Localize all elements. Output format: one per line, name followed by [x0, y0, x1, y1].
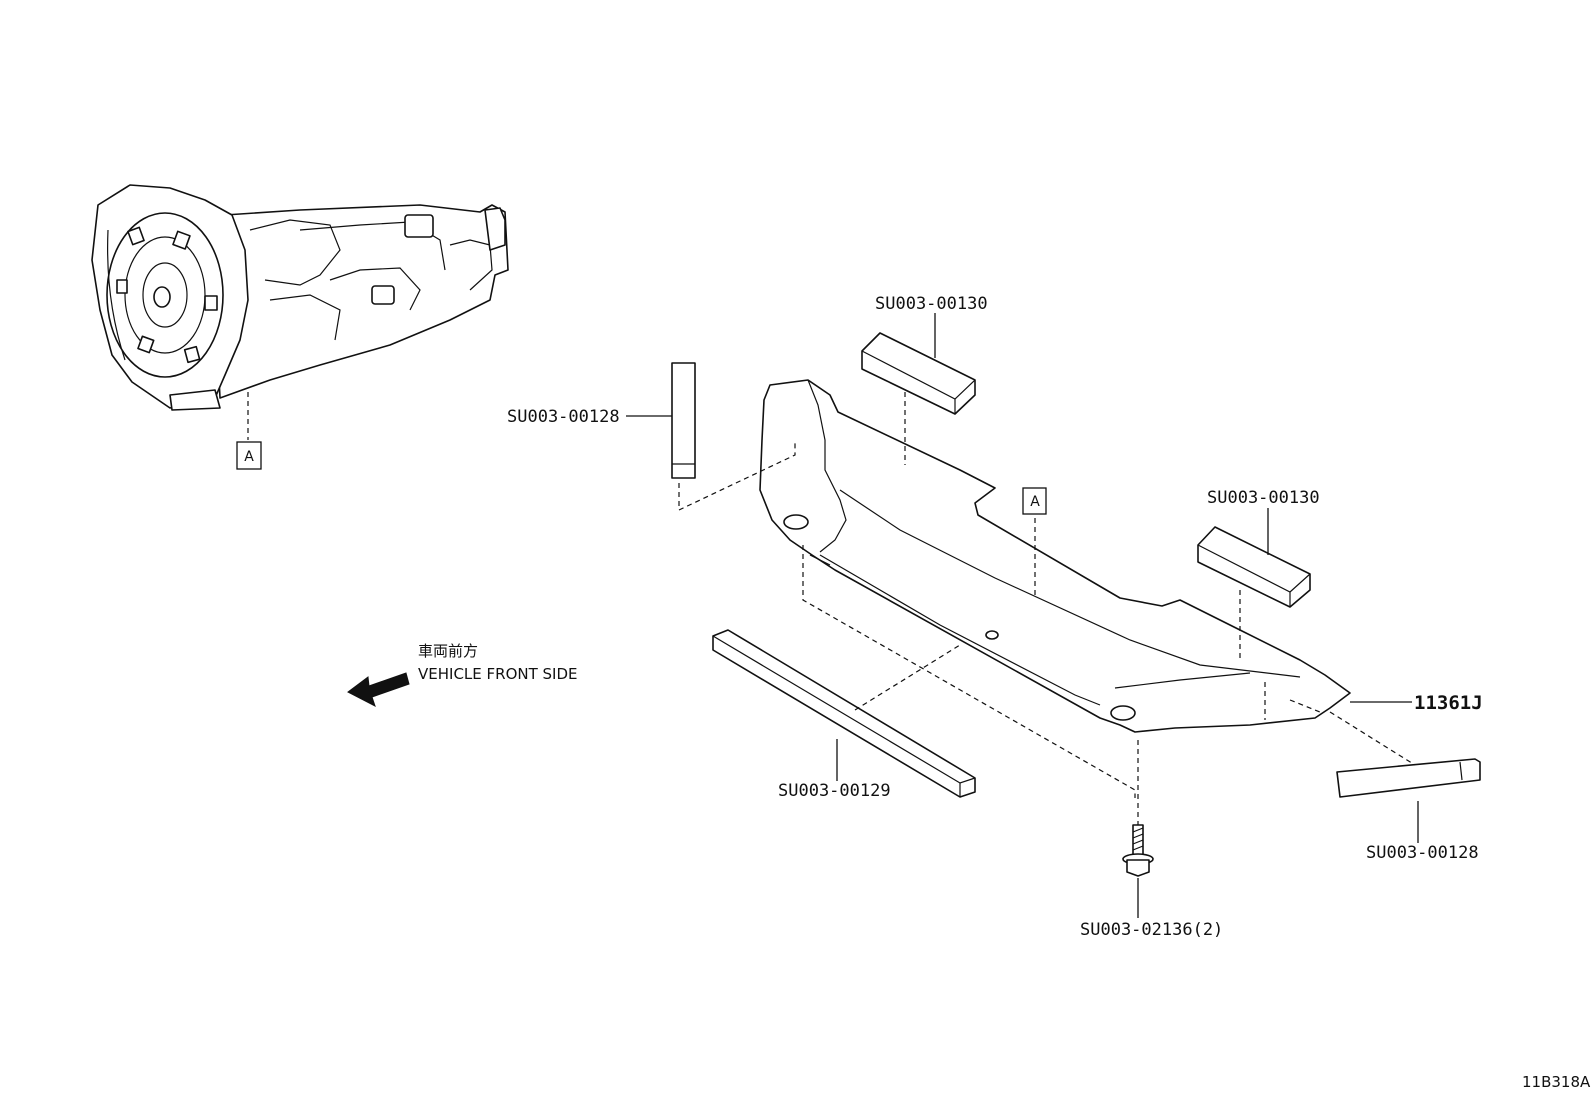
figure-code: 11B318A	[1522, 1073, 1591, 1091]
direction-label-en: VEHICLE FRONT SIDE	[418, 665, 578, 683]
callout-bolt: SU003-02136(2)	[1080, 920, 1223, 940]
insulation-pad-top-left	[671, 362, 696, 479]
svg-text:A: A	[244, 449, 254, 465]
svg-text:A: A	[1030, 494, 1040, 510]
insulation-block-top-center	[861, 332, 976, 415]
transmission-illustration	[91, 184, 509, 411]
callout-pad-bottom-right: SU003-00128	[1366, 843, 1479, 863]
reference-marker-plate: A	[1022, 487, 1047, 515]
direction-label-jp: 車両前方	[418, 642, 478, 660]
insulation-strip-bottom	[712, 629, 976, 798]
callout-block-right: SU003-00130	[1207, 488, 1320, 508]
callout-pad-top-left: SU003-00128	[507, 407, 620, 427]
vehicle-front-indicator: 車両前方 VEHICLE FRONT SIDE	[347, 642, 578, 708]
callout-block-top-center: SU003-00130	[875, 294, 988, 314]
heat-insulator-plate	[759, 379, 1351, 733]
flange-bolt	[1122, 824, 1154, 877]
reference-marker-transmission: A	[236, 441, 262, 470]
callout-main-part: 11361J	[1414, 692, 1483, 714]
arrow-left-icon	[347, 672, 410, 708]
insulation-pad-bottom-right	[1336, 758, 1481, 798]
callout-strip-bottom: SU003-00129	[778, 781, 891, 801]
insulation-block-right	[1197, 526, 1311, 608]
